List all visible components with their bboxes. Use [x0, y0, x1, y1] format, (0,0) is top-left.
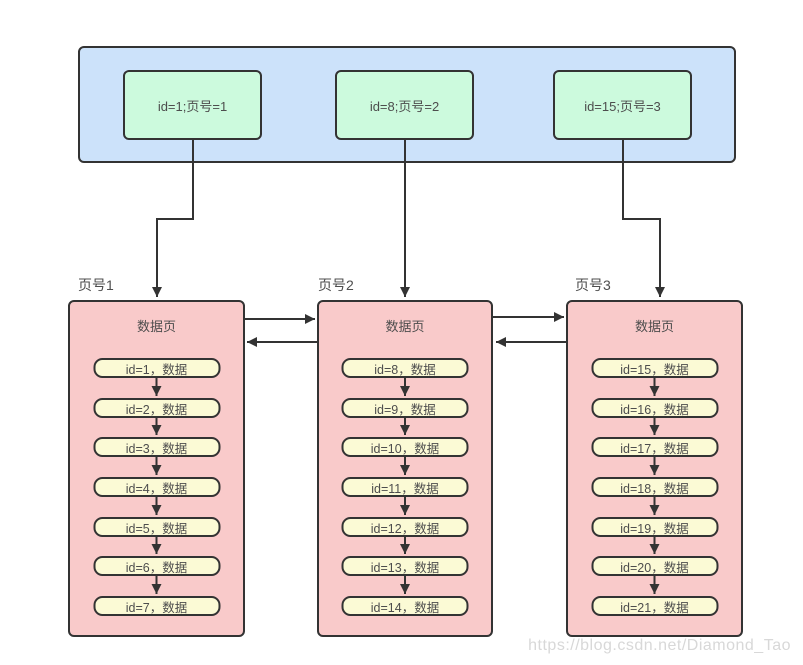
- page-label-3: 页号3: [575, 277, 611, 293]
- record-item: id=6，数据: [93, 556, 220, 576]
- connector-index1-to-page1: [152, 140, 194, 297]
- record-item: id=1，数据: [93, 358, 220, 378]
- connector-index3-to-page3: [622, 140, 665, 297]
- index-node-1: id=1;页号=1: [123, 70, 262, 140]
- record-item: id=4，数据: [93, 477, 220, 497]
- record-item: id=16，数据: [591, 398, 718, 418]
- watermark-text: https://blog.csdn.net/Diamond_Tao: [528, 637, 791, 654]
- record-item: id=5，数据: [93, 517, 220, 537]
- record-item: id=17，数据: [591, 437, 718, 457]
- index-node-label: id=8;页号=2: [369, 98, 440, 114]
- record-item: id=15，数据: [591, 358, 718, 378]
- index-node-label: id=15;页号=3: [584, 98, 661, 114]
- page-label-2: 页号2: [318, 277, 354, 293]
- record-item: id=20，数据: [591, 556, 718, 576]
- record-item: id=14，数据: [341, 596, 469, 616]
- record-item: id=2，数据: [93, 398, 220, 418]
- record-item: id=13，数据: [341, 556, 469, 576]
- record-item: id=12，数据: [341, 517, 469, 537]
- data-page-header: 数据页: [385, 319, 425, 334]
- data-page-1: 数据页 id=1，数据 id=2，数据 id=3，数据 id=4，数据 id=5…: [68, 300, 245, 637]
- record-item: id=3，数据: [93, 437, 220, 457]
- record-item: id=10，数据: [341, 437, 469, 457]
- index-node-2: id=8;页号=2: [335, 70, 474, 140]
- data-page-2: 数据页 id=8，数据 id=9，数据 id=10，数据 id=11，数据 id…: [317, 300, 493, 637]
- index-node-3: id=15;页号=3: [553, 70, 692, 140]
- record-item: id=7，数据: [93, 596, 220, 616]
- record-item: id=9，数据: [341, 398, 469, 418]
- index-node-label: id=1;页号=1: [157, 98, 228, 114]
- data-page-header: 数据页: [634, 319, 674, 334]
- data-page-3: 数据页 id=15，数据 id=16，数据 id=17，数据 id=18，数据 …: [566, 300, 743, 637]
- record-item: id=18，数据: [591, 477, 718, 497]
- record-item: id=8，数据: [341, 358, 469, 378]
- record-item: id=19，数据: [591, 517, 718, 537]
- page-label-1: 页号1: [78, 277, 114, 293]
- data-page-header: 数据页: [136, 319, 176, 334]
- record-item: id=11，数据: [341, 477, 469, 497]
- record-item: id=21，数据: [591, 596, 718, 616]
